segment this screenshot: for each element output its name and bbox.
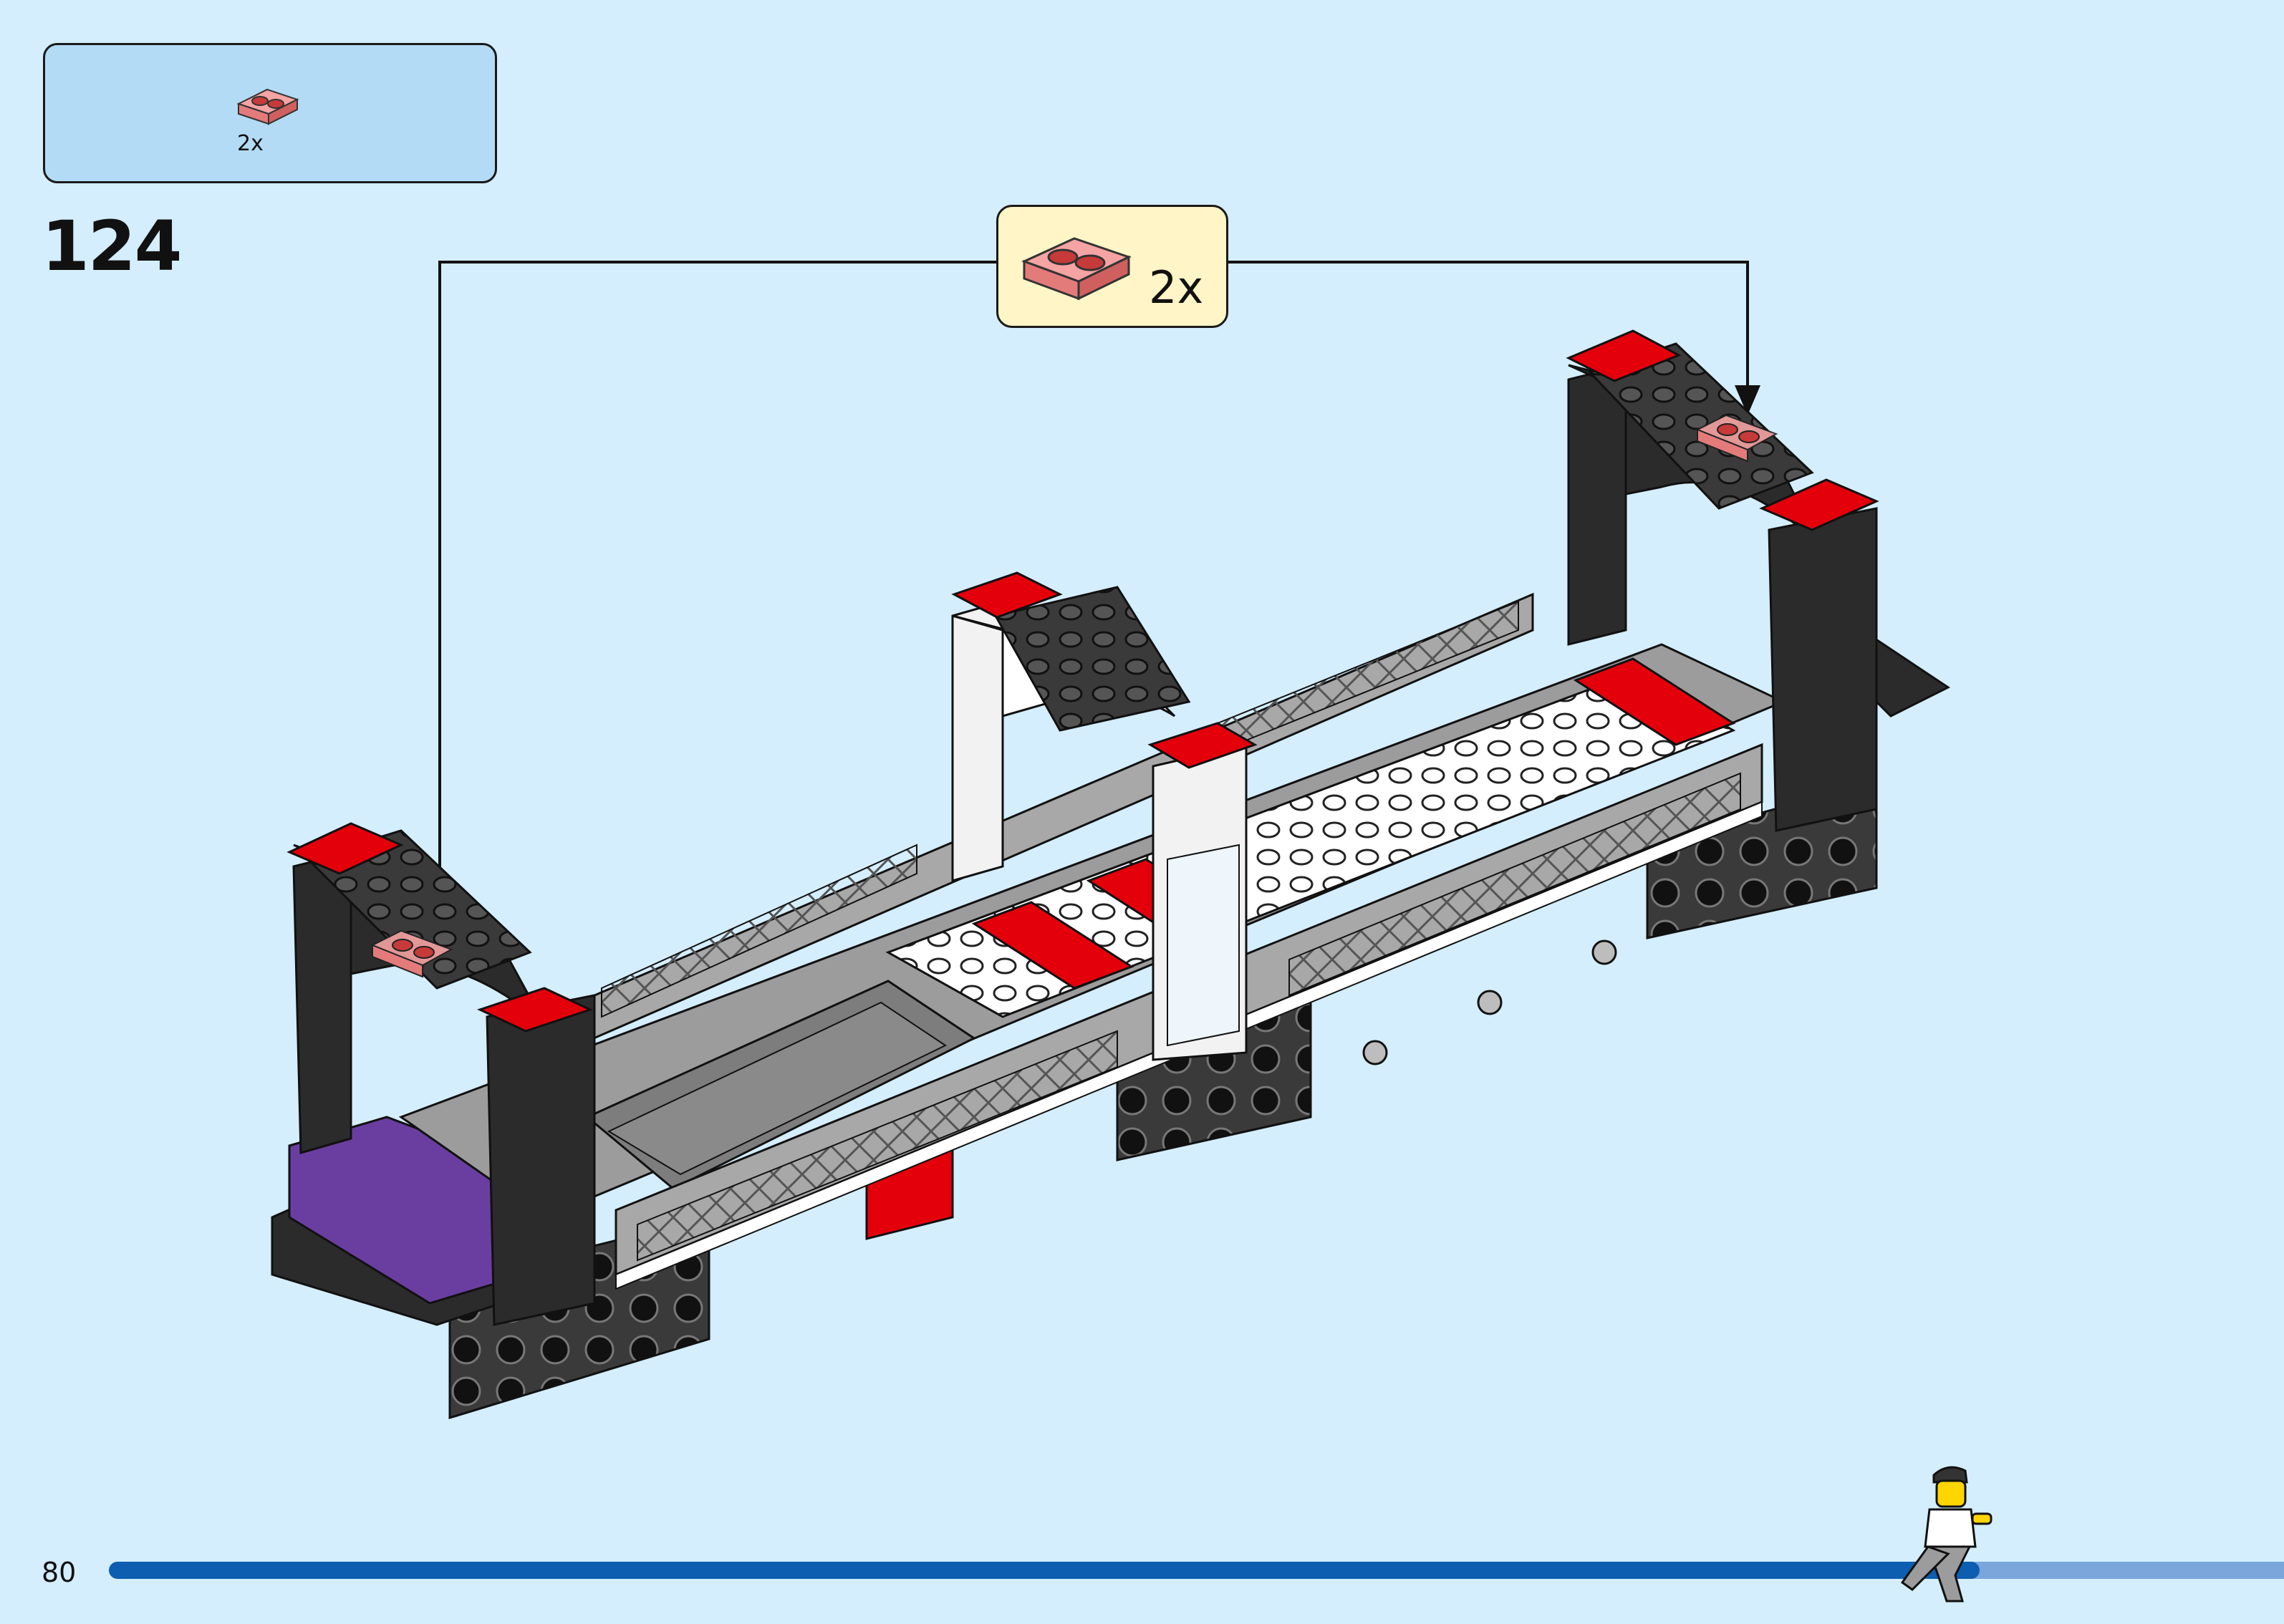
white-arch-studs: [993, 586, 1191, 732]
front-rail-lattice: [637, 1030, 1118, 1262]
callout-quantity: 2x: [1149, 261, 1204, 314]
parts-list-box: 2x: [43, 43, 497, 183]
step-number: 124: [42, 206, 182, 286]
arrowhead-right: [1735, 385, 1760, 415]
transparent-red-plate-icon: [236, 88, 299, 125]
deck-red-stripe-1: [971, 901, 1134, 990]
rear-arch-red-tile-2: [1759, 478, 1879, 531]
rear-arch-red-tile-1: [1566, 329, 1682, 382]
parts-quantity: 2x: [237, 131, 264, 156]
arrow-left: [438, 261, 996, 928]
transparent-red-plate-icon: [1021, 237, 1132, 301]
white-arch-glass: [1167, 844, 1240, 1047]
deck-red-stripe-3: [1573, 657, 1736, 746]
deck-opening-floor: [607, 1001, 948, 1176]
red-tile-mid-2: [1147, 722, 1258, 769]
back-rail-lattice: [601, 844, 917, 1018]
deck-white-studs: [885, 672, 1736, 1018]
part-callout: 2x: [996, 205, 1228, 328]
new-part-rear: [1695, 414, 1778, 463]
progress-bar-fill: [109, 1562, 1980, 1579]
arrow-right: [1228, 261, 1749, 405]
front-rail-lattice-2: [1288, 772, 1741, 997]
axle-pins: [1362, 939, 1617, 1065]
page-number: 80: [42, 1557, 77, 1588]
new-part-front: [370, 929, 453, 978]
front-arch-red-tile-2: [476, 987, 594, 1033]
red-tile-mid-1: [951, 571, 1063, 619]
front-arch-red-tile-1: [286, 822, 404, 875]
